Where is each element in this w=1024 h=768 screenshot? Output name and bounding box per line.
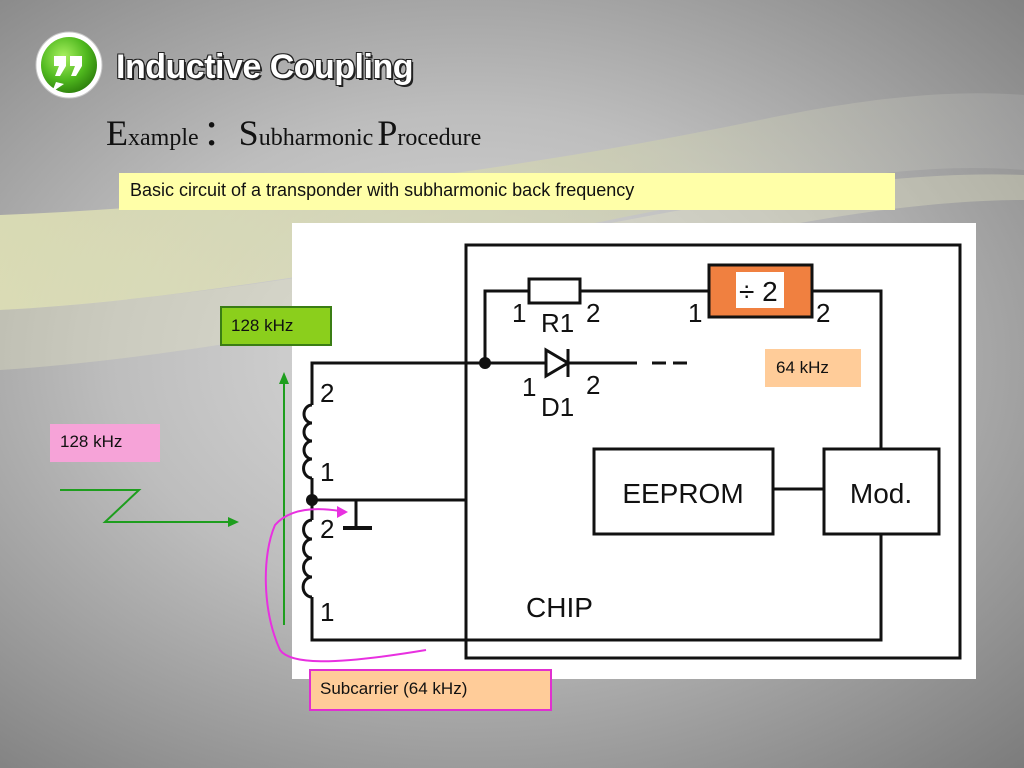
wire-bottom <box>310 534 883 642</box>
chip-label: CHIP <box>526 592 593 623</box>
label-64khz: 64 kHz <box>765 349 861 387</box>
coil-upper <box>302 403 313 480</box>
arrow-head-icon <box>279 372 289 384</box>
junction-dot <box>479 357 491 369</box>
pin-label: 1 <box>320 457 334 487</box>
pin-label: 1 <box>522 372 536 402</box>
speech-quote-icon <box>35 31 103 99</box>
pin-label: 2 <box>586 298 600 328</box>
pin-label: 2 <box>816 298 830 328</box>
eeprom-box <box>592 447 775 536</box>
r1-label: R1 <box>541 308 574 338</box>
subcarrier-arrow <box>264 508 427 663</box>
mod-box <box>822 447 941 536</box>
resistor-r1 <box>527 277 582 305</box>
eeprom-label: EEPROM <box>622 478 743 509</box>
slide-subtitle: Example ：Subharmonic Procedure <box>106 113 482 153</box>
diode-d1 <box>544 347 571 379</box>
arrow-head-icon <box>337 506 348 518</box>
label-subcarrier: Subcarrier (64 kHz) <box>309 669 552 711</box>
junction-dot <box>306 494 318 506</box>
wire-div-mod <box>812 289 883 449</box>
zigzag-arrow <box>60 489 230 523</box>
pin-label: 1 <box>320 597 334 627</box>
pin-label: 1 <box>512 298 526 328</box>
pin-label: 2 <box>586 370 600 400</box>
chip-outline <box>464 243 962 660</box>
pin-label: 2 <box>320 378 334 408</box>
mod-label: Mod. <box>850 478 912 509</box>
coil-lower <box>301 518 313 599</box>
pin-label: 1 <box>688 298 702 328</box>
caption-box: Basic circuit of a transponder with subh… <box>119 173 895 210</box>
wire-coil-top <box>310 361 485 397</box>
d1-label: D1 <box>541 392 574 422</box>
pin-label: 2 <box>320 514 334 544</box>
arrow-head-icon <box>228 517 239 527</box>
slide-title: Inductive Coupling <box>116 48 413 86</box>
label-128khz-left: 128 kHz <box>50 424 160 462</box>
label-128khz-top: 128 kHz <box>220 306 332 346</box>
divider-label: ÷ 2 <box>739 276 778 307</box>
wire-top <box>483 289 529 363</box>
